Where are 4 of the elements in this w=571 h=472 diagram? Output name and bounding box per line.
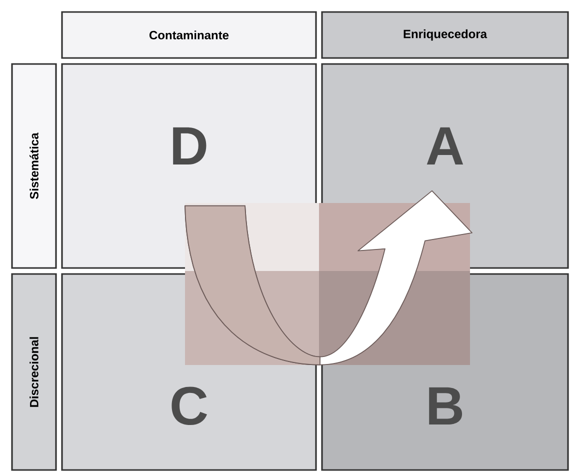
column-header: Enriquecedora [321,11,569,59]
column-header: Contaminante [61,11,317,59]
row-header: Discrecional [11,273,57,471]
row-header: Sistemática [11,63,57,269]
